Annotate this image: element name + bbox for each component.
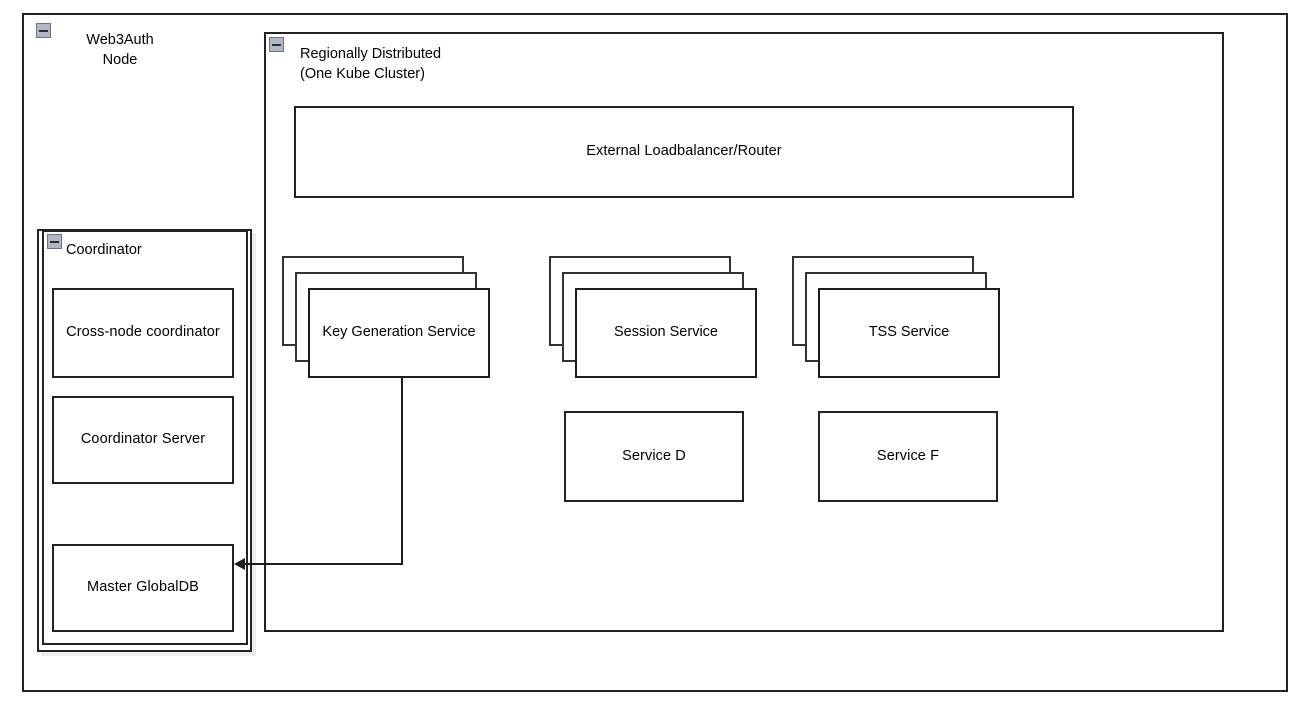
node-cross-node-coordinator[interactable]: Cross-node coordinator [52,288,234,378]
stacked-node-session-service[interactable]: Session Service [549,256,759,380]
collapse-toggle-regionally-distributed-icon[interactable] [269,37,284,52]
stacked-node-tss-service[interactable]: TSS Service [792,256,1002,380]
stacked-node-key-generation-service[interactable]: Key Generation Service [282,256,492,380]
node-service-f[interactable]: Service F [818,411,998,502]
stack-layer-front[interactable]: Session Service [575,288,757,378]
container-label-regionally-distributed: Regionally Distributed (One Kube Cluster… [300,46,442,82]
connector-keygen-to-globaldb-horizontal-segment [245,563,403,565]
node-master-globaldb[interactable]: Master GlobalDB [52,544,234,632]
node-coordinator-server[interactable]: Coordinator Server [52,396,234,484]
collapse-toggle-coordinator-icon[interactable] [47,234,62,249]
node-service-d[interactable]: Service D [564,411,744,502]
collapse-toggle-web3auth-node-icon[interactable] [36,23,51,38]
stack-layer-front[interactable]: TSS Service [818,288,1000,378]
node-external-loadbalancer[interactable]: External Loadbalancer/Router [294,106,1074,198]
container-label-coordinator: Coordinator [66,242,142,258]
connector-keygen-to-globaldb-vertical-segment [401,378,403,565]
connector-arrowhead-icon [234,558,245,570]
container-label-web3auth-node: Web3Auth Node [86,32,154,68]
stack-layer-front[interactable]: Key Generation Service [308,288,490,378]
